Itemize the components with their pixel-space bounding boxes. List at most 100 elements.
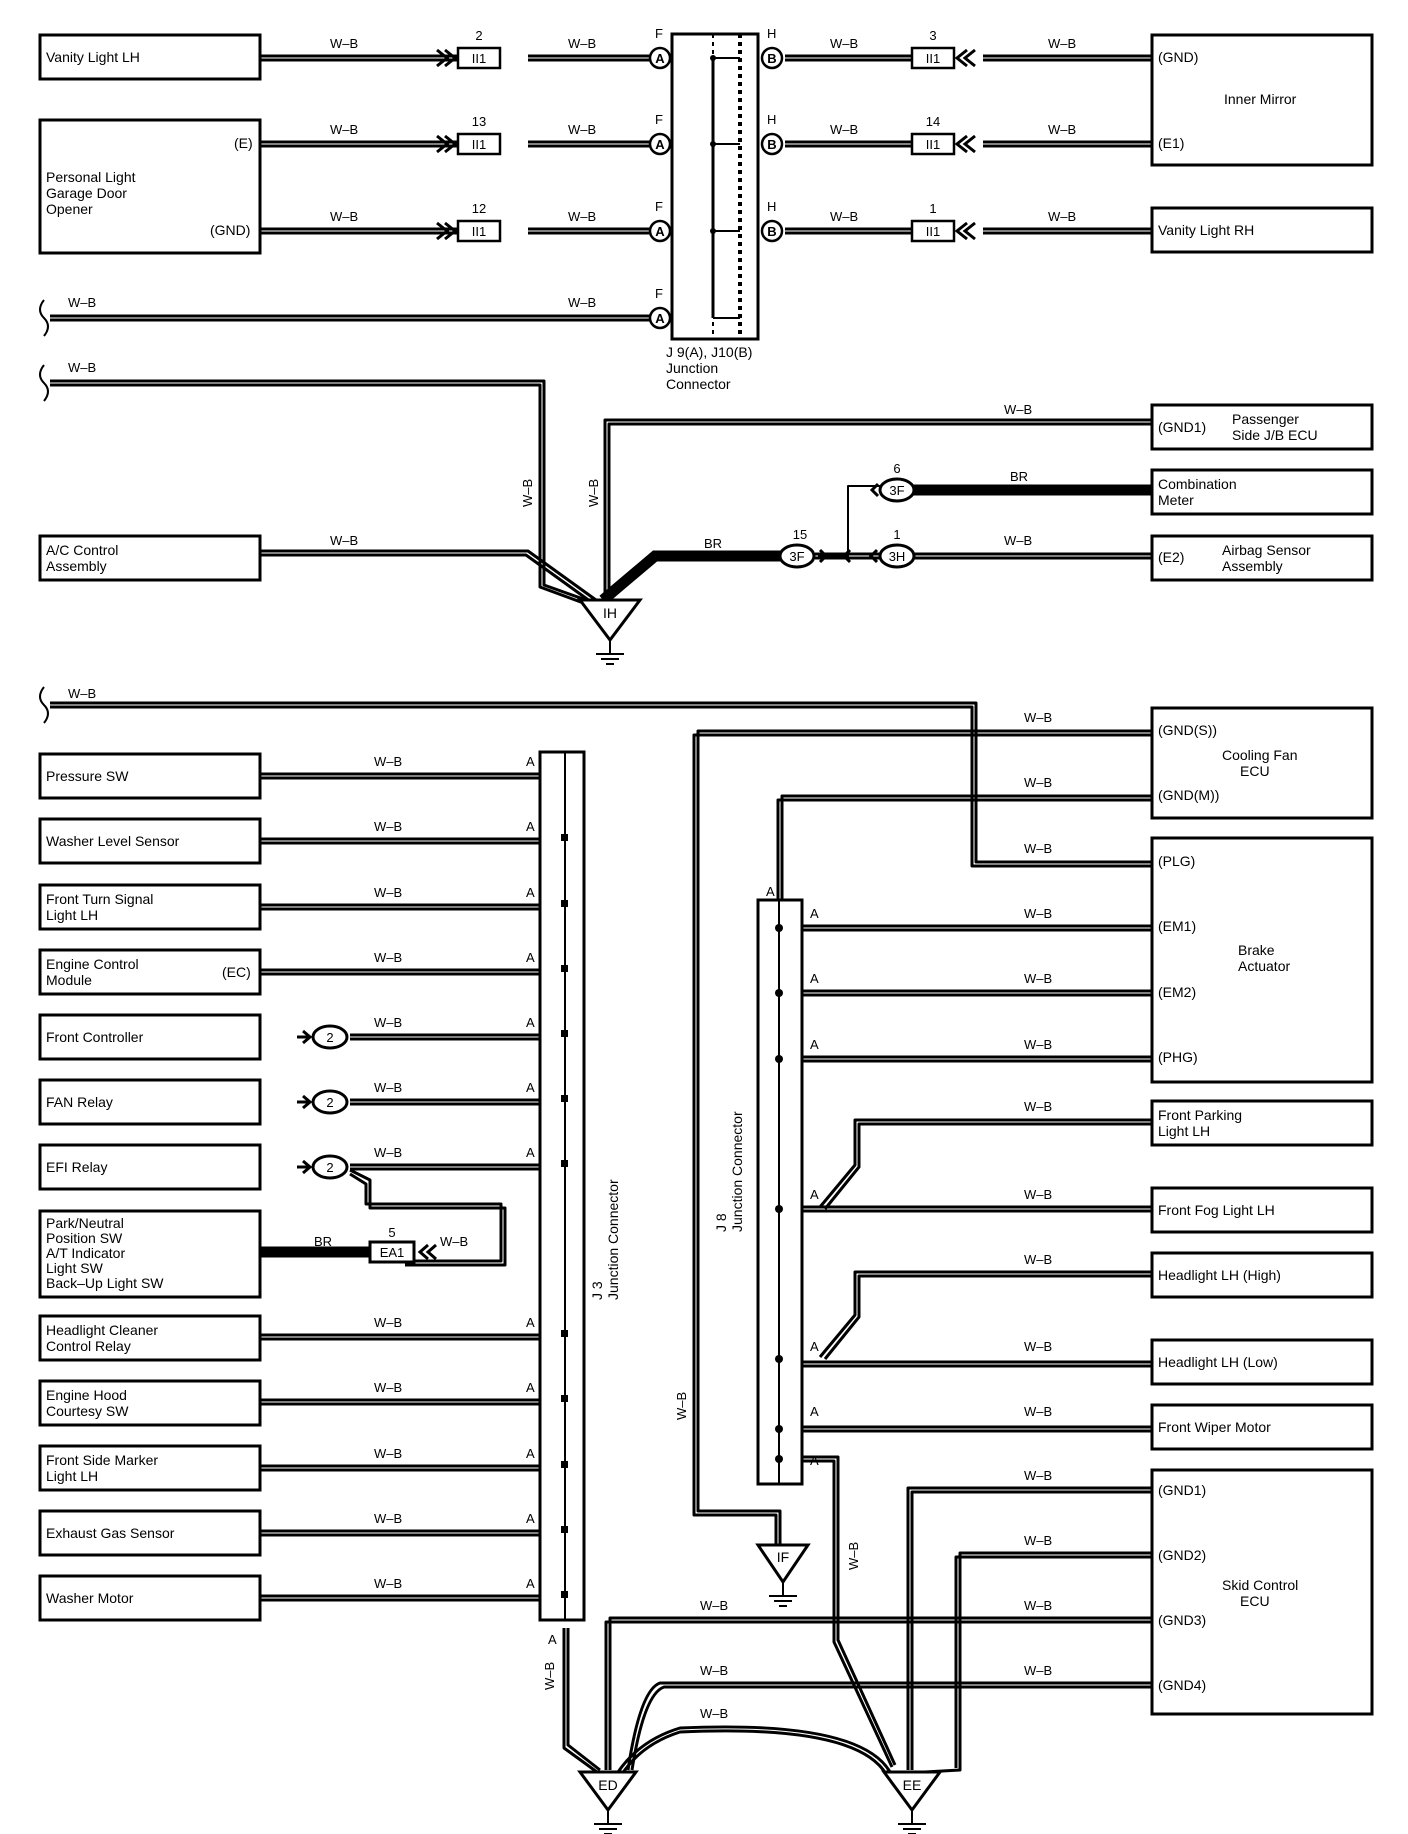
connector-b-pin bbox=[760, 132, 784, 156]
wire-label: W–B bbox=[1024, 1598, 1052, 1613]
pin-letter: A bbox=[548, 1632, 557, 1647]
connector-3f bbox=[778, 543, 816, 569]
connector-ea1 bbox=[368, 1240, 416, 1264]
wire bbox=[608, 1616, 1152, 1770]
wire-label: W–B bbox=[830, 36, 858, 51]
connector-2-label: 2 bbox=[326, 1030, 333, 1045]
wire-break bbox=[39, 299, 49, 337]
ii1-label: II1 bbox=[472, 224, 486, 239]
j9-j10-caption-1: J 9(A), J10(B) bbox=[666, 344, 752, 360]
wire-label: W–B bbox=[1024, 1252, 1052, 1267]
inner-mirror-box bbox=[1150, 33, 1374, 167]
ecm-label-1: Engine Control bbox=[46, 956, 139, 972]
park-neutral-label-3: A/T Indicator bbox=[46, 1245, 125, 1261]
pin-label: (GND2) bbox=[1158, 1547, 1206, 1563]
pin-letter: H bbox=[767, 26, 776, 41]
wire bbox=[823, 1122, 1152, 1210]
wire-label: W–B bbox=[674, 1392, 689, 1420]
cooling-fan-label-2: ECU bbox=[1240, 763, 1270, 779]
wire bbox=[620, 1729, 888, 1775]
brake-actuator-label-2: Actuator bbox=[1238, 958, 1290, 974]
pin-letter: A bbox=[655, 224, 665, 239]
pin-label: (E) bbox=[234, 135, 253, 151]
airbag-label-2: Assembly bbox=[1222, 558, 1283, 574]
wire-label: W–B bbox=[374, 1145, 402, 1160]
wire-label: W–B bbox=[374, 1315, 402, 1330]
efi-relay-label: EFI Relay bbox=[46, 1159, 107, 1175]
ground-ih bbox=[577, 598, 643, 643]
wire-break bbox=[39, 364, 49, 402]
wire-label: W–B bbox=[68, 295, 96, 310]
front-controller-box bbox=[38, 1013, 262, 1061]
pin-letter: A bbox=[526, 754, 535, 769]
wire-label: W–B bbox=[542, 1662, 557, 1690]
connector-3f-number: 6 bbox=[893, 461, 900, 476]
ecm-box bbox=[38, 948, 262, 996]
wire bbox=[566, 1628, 601, 1772]
j8-caption-1: J 8 bbox=[713, 1213, 729, 1232]
wire-label: W–B bbox=[374, 1511, 402, 1526]
j9-j10-caption-2: Junction bbox=[666, 360, 718, 376]
pin-letter: A bbox=[810, 1187, 819, 1202]
pin-label: (GND1) bbox=[1158, 1482, 1206, 1498]
pin-letter: A bbox=[810, 1037, 819, 1052]
passenger-ecu-box bbox=[1150, 403, 1374, 451]
pin-label: (GND1) bbox=[1158, 419, 1206, 435]
ii1-label: II1 bbox=[926, 224, 940, 239]
wire-break bbox=[39, 686, 49, 724]
front-fog-label: Front Fog Light LH bbox=[1158, 1202, 1275, 1218]
wire bbox=[607, 422, 1152, 600]
wire-label: W–B bbox=[330, 122, 358, 137]
connector-2-label: 2 bbox=[326, 1095, 333, 1110]
front-wiper-label: Front Wiper Motor bbox=[1158, 1419, 1271, 1435]
skid-control-label-2: ECU bbox=[1240, 1593, 1270, 1609]
front-side-marker-label-2: Light LH bbox=[46, 1468, 98, 1484]
connector-a-pin bbox=[648, 46, 672, 70]
exhaust-gas-label: Exhaust Gas Sensor bbox=[46, 1525, 175, 1541]
j3-caption-2: Junction Connector bbox=[605, 1179, 621, 1300]
ii1-connector bbox=[456, 219, 502, 243]
brake-actuator-label-1: Brake bbox=[1238, 942, 1275, 958]
cooling-fan-box bbox=[1150, 706, 1374, 820]
wire bbox=[696, 729, 1152, 1545]
pin-letter: F bbox=[655, 26, 663, 41]
ii1-label: II1 bbox=[926, 51, 940, 66]
wire-label: W–B bbox=[568, 122, 596, 137]
pin-letter: A bbox=[526, 1015, 535, 1030]
wire-label: W–B bbox=[700, 1598, 728, 1613]
connector-2 bbox=[311, 1089, 349, 1115]
wire-label: W–B bbox=[330, 533, 358, 548]
ground-ed bbox=[577, 1770, 639, 1813]
ac-control-label-1: A/C Control bbox=[46, 542, 118, 558]
front-parking-label-2: Light LH bbox=[1158, 1123, 1210, 1139]
wire bbox=[603, 418, 1152, 600]
wire bbox=[349, 1172, 503, 1263]
headlight-cleaner-box bbox=[38, 1314, 262, 1362]
wire-label: W–B bbox=[568, 209, 596, 224]
engine-hood-label-2: Courtesy SW bbox=[46, 1403, 129, 1419]
wire-label: W–B bbox=[1024, 775, 1052, 790]
cooling-fan-label-1: Cooling Fan bbox=[1222, 747, 1298, 763]
connector-b-pin bbox=[760, 219, 784, 243]
front-fog-box bbox=[1150, 1186, 1374, 1234]
personal-light-label-1: Personal Light bbox=[46, 169, 136, 185]
engine-hood-box bbox=[38, 1379, 262, 1427]
wire-label: W–B bbox=[374, 754, 402, 769]
pin-letter: A bbox=[526, 950, 535, 965]
wire-label: W–B bbox=[700, 1706, 728, 1721]
ii1-label: II1 bbox=[472, 51, 486, 66]
wire bbox=[50, 701, 1152, 864]
pin-letter: B bbox=[767, 224, 776, 239]
wire-label: W–B bbox=[1024, 1404, 1052, 1419]
pin-letter: A bbox=[526, 1576, 535, 1591]
wire bbox=[260, 549, 597, 602]
efi-relay-box bbox=[38, 1143, 262, 1191]
vanity-light-lh-box bbox=[38, 33, 262, 81]
connector-3f-label: 3F bbox=[789, 549, 804, 564]
connector-a-pin bbox=[648, 132, 672, 156]
pin-letter: H bbox=[767, 112, 776, 127]
front-controller-label: Front Controller bbox=[46, 1029, 144, 1045]
wire-label: W–B bbox=[1024, 1339, 1052, 1354]
connector-b-pin bbox=[760, 46, 784, 70]
pin-label: (GND4) bbox=[1158, 1677, 1206, 1693]
